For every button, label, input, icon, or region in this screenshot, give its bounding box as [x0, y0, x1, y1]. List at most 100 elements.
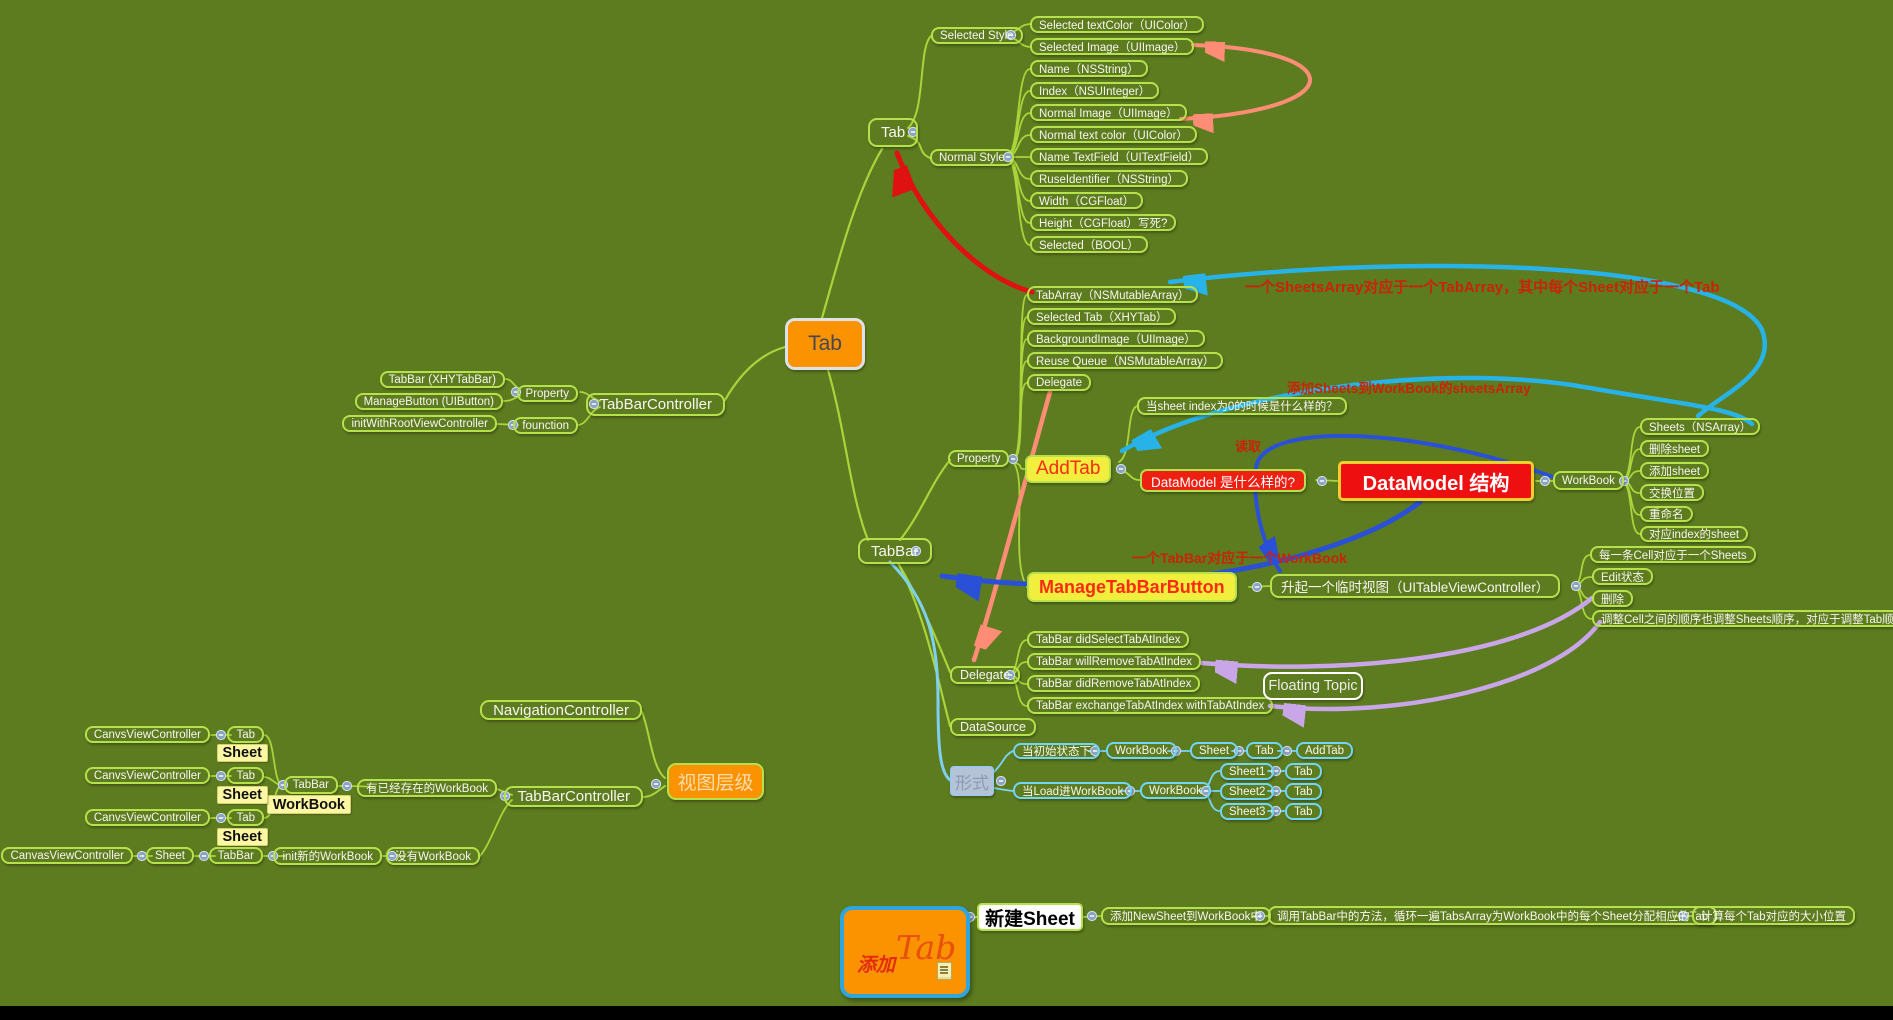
initial-state[interactable]: 当初始状态下: [1013, 743, 1100, 759]
collapse-dot[interactable]: [1281, 745, 1293, 757]
index-nsuinteger[interactable]: Index（NSUInteger）: [1030, 82, 1160, 99]
name-textfield[interactable]: Name TextField（UITextField）: [1030, 148, 1209, 165]
selected-style[interactable]: Selected Style: [931, 27, 1023, 44]
tabbar-controller-2[interactable]: TabBarController: [504, 786, 643, 807]
collapse-dot[interactable]: [995, 775, 1007, 787]
floating-topic[interactable]: Floating Topic: [1263, 672, 1363, 700]
existing-workbook[interactable]: 有已经存在的WorkBook: [357, 779, 497, 797]
exchange-tab[interactable]: TabBar exchangeTabAtIndex withTabAtIndex: [1027, 697, 1274, 714]
will-remove-tab[interactable]: TabBar willRemoveTabAtIndex: [1027, 653, 1201, 670]
sheets-nsarray[interactable]: Sheets（NSArray）: [1640, 418, 1761, 435]
collapse-dot[interactable]: [215, 770, 227, 782]
load-workbook[interactable]: 当Load进WorkBook: [1013, 782, 1133, 799]
add-sheet[interactable]: 添加sheet: [1640, 462, 1710, 479]
collapse-dot[interactable]: [650, 778, 662, 790]
tab-sheet3[interactable]: Tab: [1285, 803, 1322, 820]
collapse-dot[interactable]: [1570, 580, 1582, 592]
collapse-dot[interactable]: [198, 850, 210, 862]
collapse-dot[interactable]: [1677, 910, 1689, 922]
height-cgfloat[interactable]: Height（CGFloat）写死?: [1030, 214, 1177, 231]
delete-sheet[interactable]: 删除sheet: [1640, 440, 1710, 457]
note-icon[interactable]: [937, 962, 952, 980]
founction[interactable]: founction: [513, 417, 578, 434]
collapse-dot[interactable]: [1007, 453, 1019, 465]
property-right[interactable]: Property: [948, 450, 1010, 467]
xingshi[interactable]: 形式: [950, 766, 994, 796]
collapse-dot[interactable]: [1539, 475, 1551, 487]
collapse-dot[interactable]: [215, 812, 227, 824]
collapse-dot[interactable]: [1115, 463, 1127, 475]
workbook-chain2[interactable]: WorkBook: [1140, 782, 1211, 799]
temp-view[interactable]: 升起一个临时视图（UITableViewController）: [1270, 574, 1561, 598]
collapse-dot[interactable]: [1005, 29, 1017, 41]
manage-tabbar-button[interactable]: ManageTabBarButton: [1027, 572, 1237, 602]
sheet-chain1[interactable]: Sheet: [1190, 742, 1239, 759]
rename-sheet[interactable]: 重命名: [1640, 506, 1693, 522]
collapse-dot[interactable]: [215, 729, 227, 741]
selected-bool[interactable]: Selected（BOOL）: [1030, 236, 1148, 253]
init-new-workbook[interactable]: init新的WorkBook: [273, 847, 382, 865]
navigation-controller[interactable]: NavigationController: [480, 700, 642, 720]
canvas-vc[interactable]: CanvasViewController: [1, 847, 133, 864]
collapse-dot[interactable]: [1086, 910, 1098, 922]
workbook-right[interactable]: WorkBook: [1553, 471, 1624, 490]
new-sheet[interactable]: 新建Sheet: [977, 903, 1083, 931]
canvs-vc-2[interactable]: CanvsViewController: [84, 767, 210, 784]
adjust-cell-order[interactable]: 调整Cell之间的顺序也调整Sheets顺序，对应于调整Tab顺序: [1592, 610, 1893, 627]
canvs-vc-1[interactable]: CanvsViewController: [84, 726, 210, 743]
tab-row2[interactable]: Tab: [227, 767, 264, 784]
index-sheet[interactable]: 对应index的sheet: [1640, 526, 1749, 542]
delegate-property[interactable]: Delegate: [1027, 374, 1092, 391]
sheet-tag-2[interactable]: Sheet: [216, 786, 268, 804]
sheet2[interactable]: Sheet2: [1220, 783, 1275, 800]
tabbar-controller[interactable]: TabBarController: [586, 393, 725, 416]
sheet-tag-1[interactable]: Sheet: [216, 744, 268, 762]
tabbar-node[interactable]: TabBar: [858, 538, 932, 564]
call-tabbar-method[interactable]: 调用TabBar中的方法，循环一遍TabsArray为WorkBook中的每个S…: [1268, 906, 1718, 925]
datasource[interactable]: DataSource: [950, 718, 1037, 736]
tabbar-bottom[interactable]: TabBar: [208, 847, 263, 864]
tab-sheet2[interactable]: Tab: [1285, 783, 1322, 800]
backgroundimage[interactable]: BackgroundImage（UIImage）: [1027, 330, 1205, 347]
tab-top-node[interactable]: Tab: [868, 118, 919, 147]
sheet-tag-3[interactable]: Sheet: [216, 828, 268, 846]
managebutton-uibutton[interactable]: ManageButton (UIButton): [354, 393, 503, 410]
swap-position[interactable]: 交换位置: [1640, 484, 1704, 501]
root-tab[interactable]: Tab: [785, 318, 865, 370]
delegate-branch[interactable]: Delegate: [950, 666, 1021, 684]
tabbar-xhytabbar[interactable]: TabBar (XHYTabBar): [379, 371, 505, 388]
sheet-bottom[interactable]: Sheet: [145, 847, 194, 864]
workbook-chain1[interactable]: WorkBook: [1106, 742, 1177, 759]
tab-row1[interactable]: Tab: [227, 726, 264, 743]
datamodel-structure[interactable]: DataModel 结构: [1338, 461, 1534, 501]
addtab[interactable]: AddTab: [1025, 455, 1112, 483]
tab-chain1[interactable]: Tab: [1246, 742, 1283, 759]
selected-image[interactable]: Selected Image（UIImage）: [1030, 38, 1195, 55]
collapse-dot[interactable]: [1316, 475, 1328, 487]
collapse-dot[interactable]: [910, 545, 922, 557]
property-left[interactable]: Property: [516, 385, 578, 402]
name-nsstring[interactable]: Name（NSString）: [1030, 60, 1148, 77]
no-workbook[interactable]: 没有WorkBook: [386, 847, 480, 865]
did-select-tab[interactable]: TabBar didSelectTabAtIndex: [1027, 631, 1190, 648]
tab-row3[interactable]: Tab: [227, 809, 264, 826]
reuse-queue[interactable]: Reuse Queue（NSMutableArray）: [1027, 352, 1224, 369]
collapse-dot[interactable]: [1254, 910, 1266, 922]
edit-state[interactable]: Edit状态: [1592, 568, 1653, 585]
tab-sheet1[interactable]: Tab: [1285, 763, 1322, 780]
normal-image[interactable]: Normal Image（UIImage）: [1030, 104, 1187, 121]
collapse-dot[interactable]: [341, 780, 353, 792]
tabarray[interactable]: TabArray（NSMutableArray）: [1027, 286, 1199, 303]
canvs-vc-3[interactable]: CanvsViewController: [84, 809, 210, 826]
selected-tab[interactable]: Selected Tab（XHYTab）: [1027, 308, 1177, 325]
did-remove-tab[interactable]: TabBar didRemoveTabAtIndex: [1027, 675, 1201, 692]
width-cgfloat[interactable]: Width（CGFloat）: [1030, 192, 1144, 209]
selected-textcolor[interactable]: Selected textColor（UIColor）: [1030, 16, 1204, 33]
cell-sheets[interactable]: 每一条Cell对应于一个Sheets: [1590, 546, 1756, 563]
workbook-tag[interactable]: WorkBook: [266, 795, 351, 814]
addtab-floating-topic[interactable]: 添加 Tab: [840, 906, 970, 998]
sheet1[interactable]: Sheet1: [1220, 763, 1275, 780]
calc-tab-size[interactable]: 计算每个Tab对应的大小位置: [1692, 906, 1856, 925]
view-hierarchy[interactable]: 视图层级: [667, 763, 764, 800]
ruseidentifier[interactable]: RuseIdentifier（NSString）: [1030, 170, 1188, 187]
